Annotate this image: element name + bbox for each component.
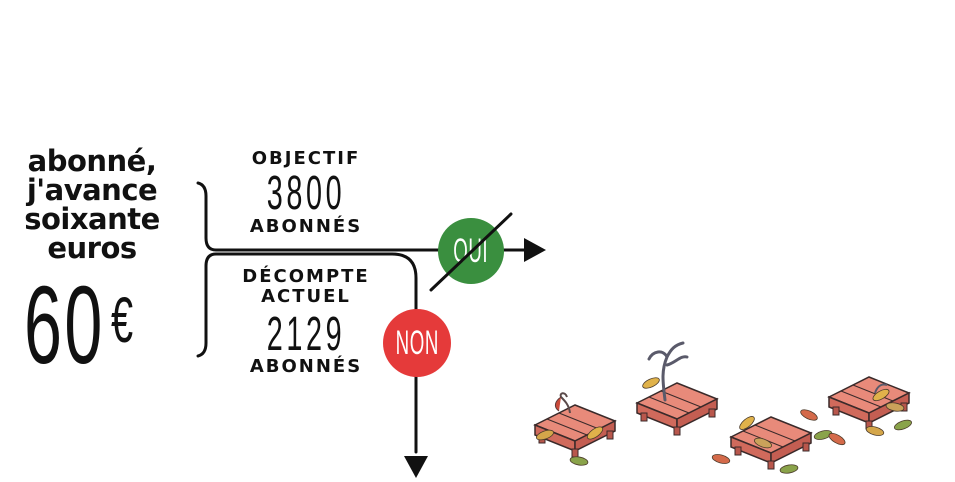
bracket-upper	[196, 181, 392, 252]
bracket-lower	[196, 252, 418, 454]
non-label: NON	[395, 323, 439, 362]
non-badge: NON	[383, 309, 451, 377]
pledge-line-4: euros	[47, 231, 137, 265]
oui-arrowhead	[524, 238, 546, 262]
currency-symbol: €	[111, 284, 136, 356]
objectif-number: 3800	[266, 167, 346, 220]
pledge-statement: abonné, j'avance soixante euros	[4, 147, 180, 263]
decompte-number: 2129	[266, 308, 346, 361]
pledge-line-2: j'avance	[26, 173, 158, 207]
objectif-label: OBJECTIF	[251, 148, 361, 169]
decompte-label-line1: DÉCOMPTE	[242, 266, 370, 287]
pledge-line-1: abonné,	[27, 144, 157, 178]
pallets-with-dry-trees-and-autumn-leaves-icon	[534, 341, 914, 476]
amount-value: 60	[24, 264, 105, 387]
oui-strikethrough	[429, 212, 513, 292]
decompte-label-line2: ACTUEL	[261, 286, 351, 307]
decompte-unit: ABONNÉS	[249, 356, 363, 377]
non-arrowhead	[404, 456, 428, 478]
amount: 60€	[24, 271, 133, 381]
objectif-unit: ABONNÉS	[249, 216, 363, 237]
pledge-line-3: soixante	[24, 202, 160, 236]
